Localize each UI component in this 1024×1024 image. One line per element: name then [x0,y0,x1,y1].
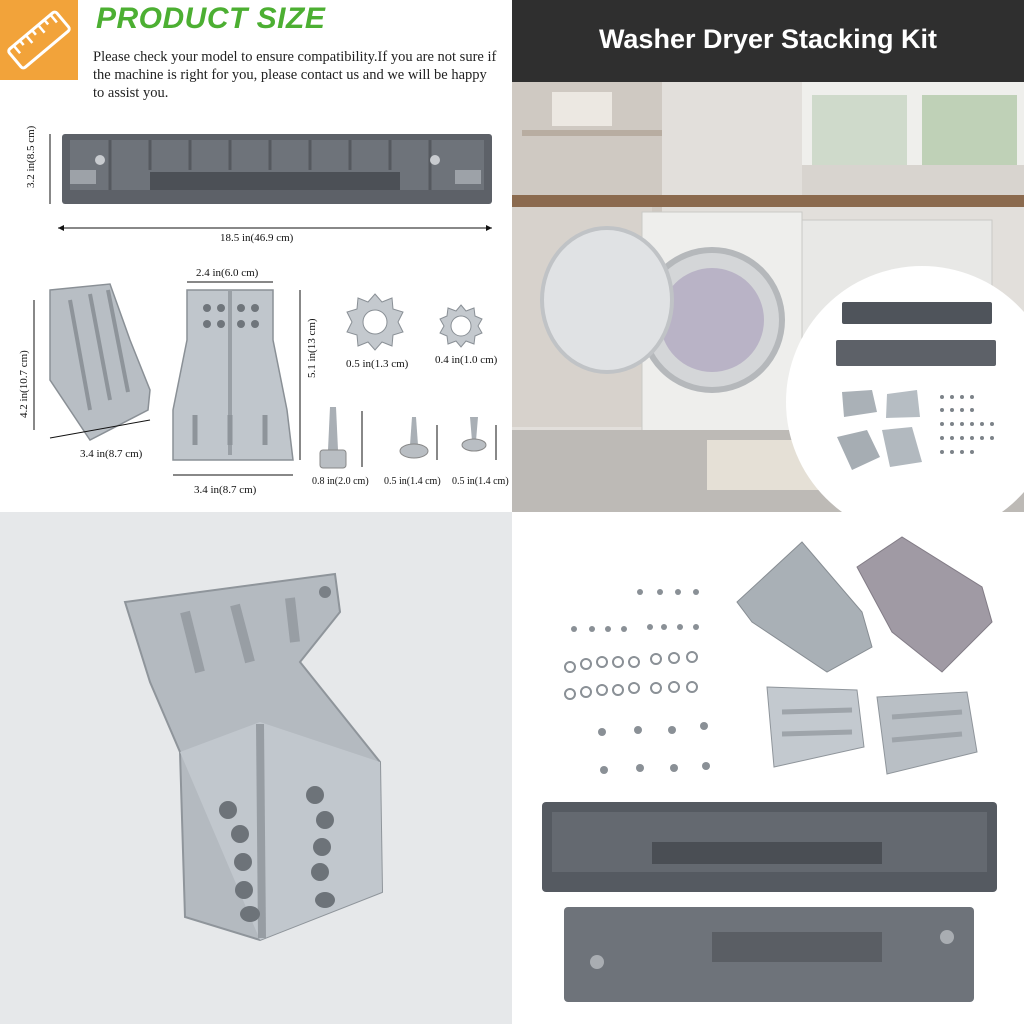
washer-small-diagram [439,304,483,348]
bracket-closeup-image [123,572,384,942]
bracket-a-diagram [33,283,151,441]
product-size-description: Please check your model to ensure compat… [93,49,497,101]
washer-large-label: 0.5 in(1.3 cm) [346,358,409,370]
bracket-b-height-label: 5.1 in(13 cm) [306,318,318,378]
washer-large-diagram [346,293,404,351]
rail-diagram [49,134,492,231]
screw-2-label: 0.5 in(1.4 cm) [384,476,441,487]
kit-contents-image [542,536,997,1002]
kit-title: Washer Dryer Stacking Kit [598,24,938,54]
washer-small-label: 0.4 in(1.0 cm) [435,354,498,366]
screws-diagram [319,407,497,469]
rail-length-label: 18.5 in(46.9 cm) [220,232,294,244]
screw-3-label: 0.5 in(1.4 cm) [452,476,509,487]
screw-1-label: 0.8 in(2.0 cm) [312,476,369,487]
bracket-b-width-label: 3.4 in(8.7 cm) [194,484,257,496]
product-size-title: PRODUCT SIZE [96,2,326,35]
bracket-a-width-label: 3.4 in(8.7 cm) [80,448,143,460]
ruler-badge [0,0,78,80]
ruler-icon [7,10,71,70]
product-size-panel: PRODUCT SIZE Please check your model to … [0,0,512,512]
bracket-closeup-panel [0,512,512,1024]
kit-contents-inset [786,266,1024,512]
kit-contents-panel [512,512,1024,1024]
bracket-a-height-label: 4.2 in(10.7 cm) [18,350,30,418]
kit-banner: Washer Dryer Stacking Kit [512,0,1024,82]
laundry-scene-panel: Washer Dryer Stacking Kit [512,0,1024,512]
rail-height-label: 3.2 in(8.5 cm) [25,125,37,188]
bracket-b-top-label: 2.4 in(6.0 cm) [196,267,259,279]
bracket-b-diagram [172,281,301,476]
